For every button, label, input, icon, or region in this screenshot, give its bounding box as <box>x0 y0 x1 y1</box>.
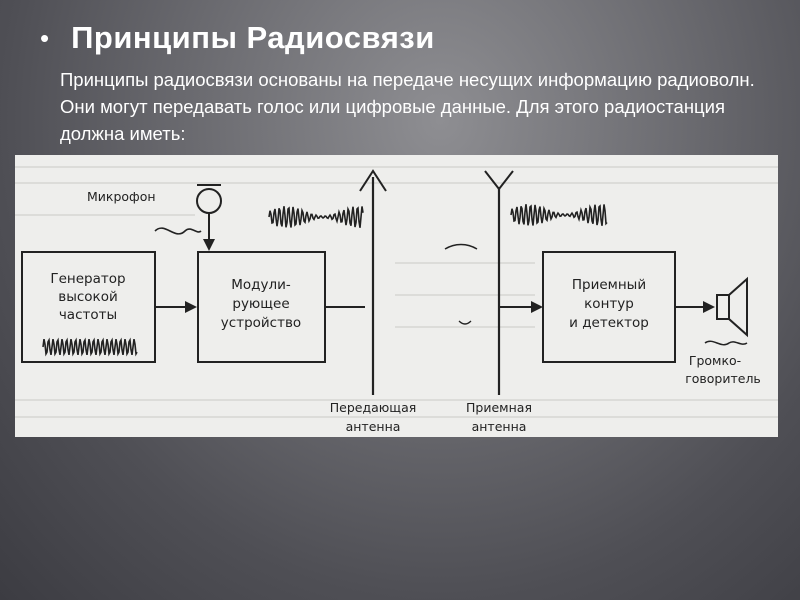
title-bullet: • <box>40 23 50 53</box>
generator-label-3: частоты <box>59 307 117 323</box>
generator-wave <box>42 337 138 357</box>
radio-arc-small-icon <box>458 320 472 325</box>
sound-wave <box>704 340 748 346</box>
slide-title: Принципы Радиосвязи <box>71 20 435 55</box>
receive-antenna-label-2: антенна <box>472 419 527 434</box>
modulated-wave-rx <box>510 204 608 226</box>
receiver-label-1: Приемный <box>572 277 646 293</box>
transmit-antenna-label-2: антенна <box>346 419 401 434</box>
transmit-antenna-label-1: Передающая <box>330 400 417 415</box>
modulator-label-3: устройство <box>221 315 301 331</box>
receiver-label-2: контур <box>584 296 634 312</box>
generator-label-2: высокой <box>58 289 117 305</box>
speaker-icon <box>716 276 748 338</box>
modulator-label-2: рующее <box>232 296 289 312</box>
microphone-label: Микрофон <box>87 189 156 204</box>
receive-antenna-label-1: Приемная <box>466 400 532 415</box>
generator-label-1: Генератор <box>50 271 125 287</box>
slide-header: • Принципы Радиосвязи <box>40 20 435 56</box>
radio-diagram: Генератор высокой частоты Модули- рующее… <box>15 155 778 437</box>
speaker-label-1: Громко- <box>689 353 741 368</box>
transmit-antenna-tip <box>359 169 387 192</box>
arrow-head-spk <box>703 301 715 313</box>
scan-noise <box>15 166 778 418</box>
arrow-head-mic <box>203 239 215 251</box>
slide-body-text: Принципы радиосвязи основаны на передаче… <box>60 69 755 144</box>
arrow-head-gen <box>185 301 197 313</box>
modulator-label-1: Модули- <box>231 277 291 293</box>
voice-wave <box>154 227 202 235</box>
speaker-label-2: говоритель <box>685 371 761 386</box>
modulated-wave-tx <box>268 206 364 228</box>
arrow-head-rx <box>531 301 543 313</box>
radio-arc-icon <box>444 243 478 250</box>
microphone-icon <box>196 188 222 214</box>
receive-antenna-tip <box>484 170 514 191</box>
receiver-label-3: и детектор <box>569 315 649 331</box>
